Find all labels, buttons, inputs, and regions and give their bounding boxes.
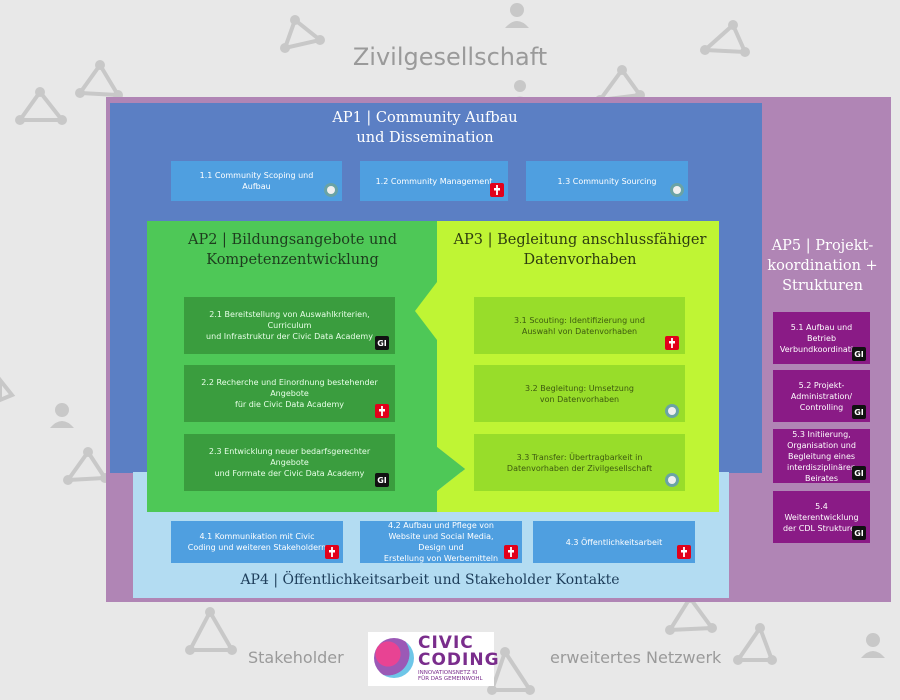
ap2-box-2-2[interactable]: 2.2 Recherche und Einordnung bestehender…: [184, 365, 395, 422]
civic-coding-logo: CIVIC CODING INNOVATIONSNETZ KI FÜR DAS …: [368, 632, 499, 686]
ap1-title: AP1 | Community Aufbau und Dissemination: [332, 110, 518, 146]
partner-logo-icon: [665, 473, 679, 487]
network-triangle-icon: [489, 647, 534, 692]
network-triangle-icon: [666, 594, 716, 633]
ap2-arrow-tip: [415, 282, 437, 340]
person-icon: [505, 3, 529, 28]
caritas-logo-icon: [504, 545, 518, 559]
ap2-box-2-1[interactable]: 2.1 Bereitstellung von Auswahlkriterien,…: [184, 297, 395, 354]
ap4-box-4-3[interactable]: 4.3 Öffentlichkeitsarbeit: [533, 521, 695, 563]
ap5-box-5-2[interactable]: 5.2 Projekt-Administration/Controlling G…: [773, 370, 870, 422]
caritas-logo-icon: [490, 183, 504, 197]
caritas-logo-icon: [677, 545, 691, 559]
ap2-arrow-notch: [437, 447, 465, 491]
ap1-box-1-2[interactable]: 1.2 Community Management: [360, 161, 508, 201]
network-triangle-icon: [186, 607, 236, 652]
network-triangle-icon: [16, 88, 67, 122]
page-title: Zivilgesellschaft: [352, 43, 548, 71]
gi-logo-icon: GI: [852, 405, 866, 419]
ap3-title: AP3 | Begleitung anschlussfähiger Datenv…: [453, 232, 707, 268]
gi-logo-icon: GI: [852, 347, 866, 361]
gi-logo-icon: GI: [852, 526, 866, 540]
network-triangle-icon: [0, 376, 16, 403]
network-label: erweitertes Netzwerk: [550, 648, 722, 667]
partner-logo-icon: [324, 183, 338, 197]
ap1-box-1-3[interactable]: 1.3 Community Sourcing: [526, 161, 688, 201]
network-triangle-icon: [63, 448, 109, 483]
caritas-logo-icon: [665, 336, 679, 350]
stakeholder-label: Stakeholder: [248, 648, 344, 667]
ap2-box-2-3[interactable]: 2.3 Entwicklung neuer bedarfsgerechter A…: [184, 434, 395, 491]
ap2-title: AP2 | Bildungsangebote und Kompetenzentw…: [187, 232, 397, 268]
caritas-logo-icon: [375, 404, 389, 418]
partner-logo-icon: [670, 183, 684, 197]
ap1-box-1-1[interactable]: 1.1 Community Scoping und Aufbau: [171, 161, 342, 201]
network-triangle-icon: [700, 21, 749, 55]
person-icon: [50, 403, 74, 428]
network-triangle-icon: [281, 16, 325, 51]
logo-globe-icon: [374, 638, 414, 678]
gi-logo-icon: GI: [375, 336, 389, 350]
caritas-logo-icon: [325, 545, 339, 559]
network-triangle-icon: [76, 61, 122, 98]
ap4-title: AP4 | Öffentlichkeitsarbeit und Stakehol…: [240, 572, 620, 588]
partner-logo-icon: [665, 404, 679, 418]
person-icon: [861, 633, 885, 658]
gi-logo-icon: GI: [852, 466, 866, 480]
gi-logo-icon: GI: [375, 473, 389, 487]
ap5-title: AP5 | Projekt- koordination + Strukturen: [767, 238, 878, 294]
network-triangle-icon: [734, 623, 775, 662]
